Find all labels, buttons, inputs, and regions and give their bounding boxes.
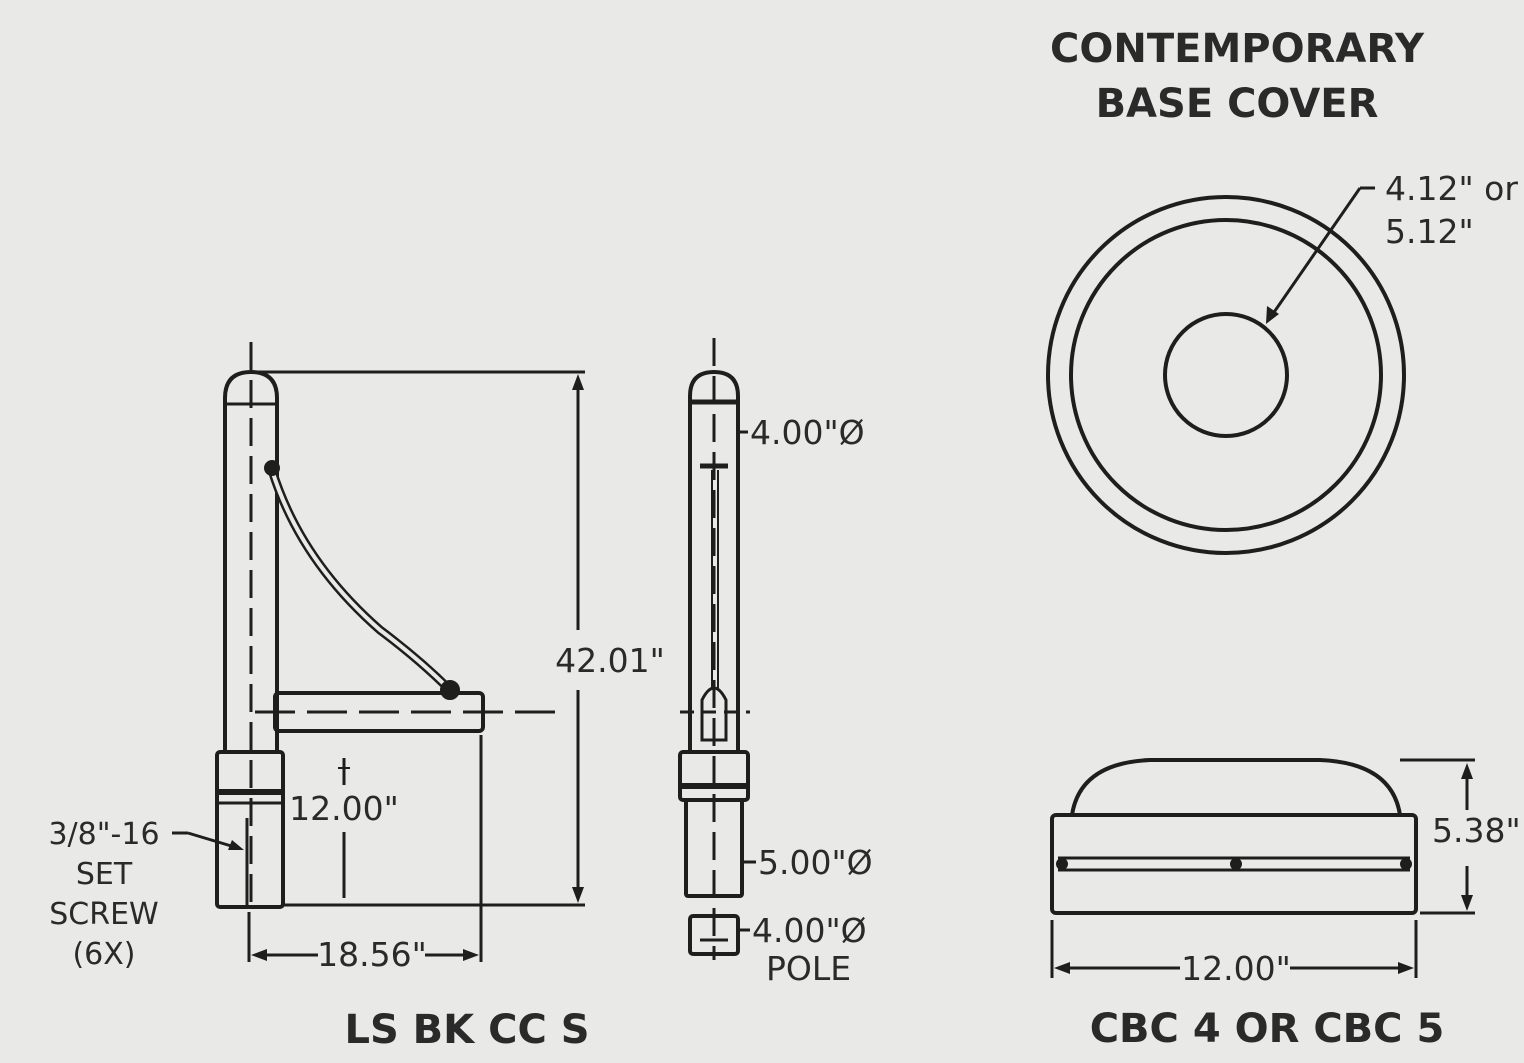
bracket-model-label: LS BK CC S xyxy=(344,1007,589,1053)
front-pole xyxy=(680,338,750,960)
middle-ring xyxy=(1069,218,1383,532)
width-dimension-lines xyxy=(1050,920,1418,978)
top-diameter-label: 4.00"Ø xyxy=(750,413,865,452)
overall-height-dimension-lines xyxy=(255,370,585,907)
height-dimension-label: 5.38" xyxy=(1432,811,1521,850)
inner-ring xyxy=(1163,312,1289,438)
set-screw-label-line1: 3/8"-16 xyxy=(48,817,159,852)
base-diameter-label: 5.00"Ø xyxy=(758,843,873,882)
set-screw-label-line4: (6X) xyxy=(72,937,135,972)
base-collar xyxy=(215,750,285,909)
base-cover-title-line2: BASE COVER xyxy=(1096,81,1379,127)
base-height-dimension-lines xyxy=(338,758,350,898)
bracket-elevation-group: 42.01" 12.00" 18.56" 3/8"-16 SET SCREW (… xyxy=(48,342,665,1053)
inner-diameter-label-line2: 5.12" xyxy=(1385,212,1474,251)
arm-length-label: 18.56" xyxy=(317,935,427,974)
pole-diameter-label-line2: POLE xyxy=(766,949,851,988)
base-cover-model-label: CBC 4 OR CBC 5 xyxy=(1090,1006,1445,1052)
pole-diameter-label-line1: 4.00"Ø xyxy=(752,911,867,950)
inner-diameter-label-line1: 4.12" or xyxy=(1385,169,1518,208)
set-screw-leader xyxy=(172,831,244,850)
height-dimension-lines xyxy=(1400,758,1475,915)
arm-length-dimension-lines xyxy=(247,735,483,962)
base-cover-title-line1: CONTEMPORARY xyxy=(1050,26,1425,72)
front-dimension-leaders xyxy=(738,430,756,932)
base-height-label: 12.00" xyxy=(289,789,399,828)
base-cover-top-view xyxy=(1046,195,1406,555)
inner-diameter-leader xyxy=(1266,186,1375,324)
set-screw-label-line3: SCREW xyxy=(49,897,158,932)
bracket-arm xyxy=(255,460,560,733)
width-dimension-label: 12.00" xyxy=(1181,949,1291,988)
pole-elevation xyxy=(223,342,279,905)
front-base xyxy=(678,750,750,956)
outer-ring xyxy=(1046,195,1406,555)
base-cover-side-view xyxy=(1050,758,1418,915)
overall-height-label: 42.01" xyxy=(555,641,665,680)
front-elevation-group: 4.00"Ø 5.00"Ø 4.00"Ø POLE xyxy=(678,338,873,988)
set-screw-label-line2: SET xyxy=(76,857,133,892)
base-cover-group: CONTEMPORARY BASE COVER 4.12" or 5.12" xyxy=(1046,26,1521,1052)
